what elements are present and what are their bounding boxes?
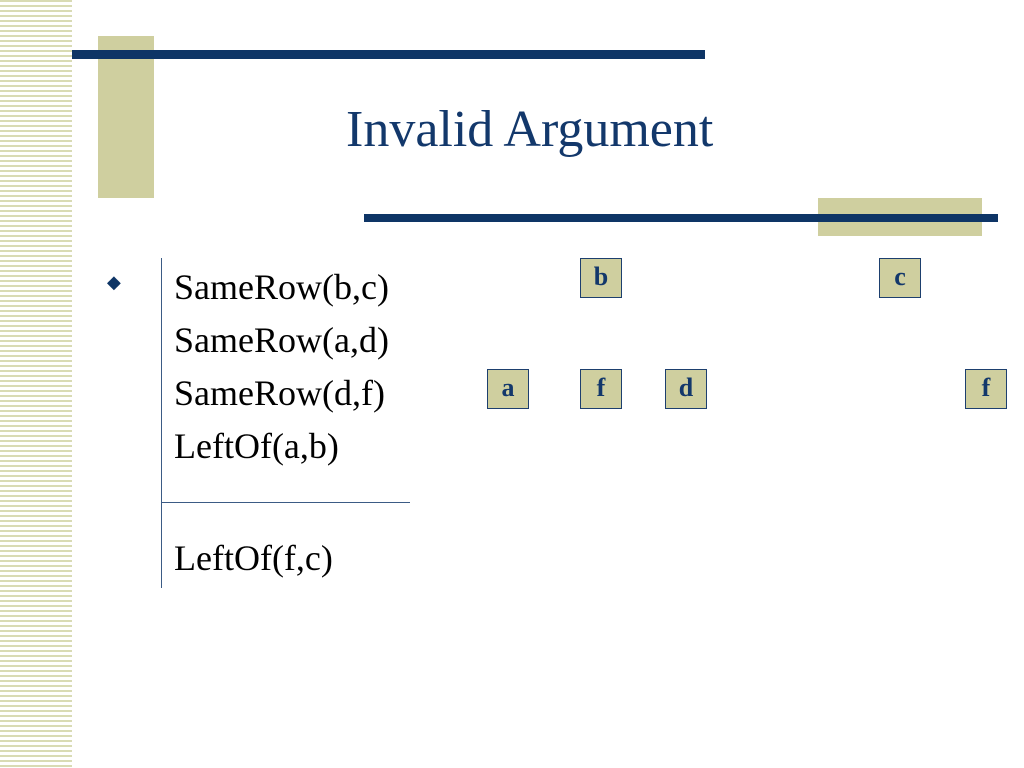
- grid-box-a: a: [487, 369, 529, 409]
- premise-3: SameRow(d,f): [174, 373, 385, 413]
- conclusion: LeftOf(f,c): [174, 538, 333, 578]
- slide-title: Invalid Argument: [346, 101, 714, 158]
- argument-conclusion-line: [162, 502, 410, 503]
- premise-2: SameRow(a,d): [174, 320, 389, 360]
- striped-margin: [0, 0, 72, 768]
- diamond-bullet-icon: ◆: [107, 272, 121, 292]
- premise-4: LeftOf(a,b): [174, 426, 339, 466]
- grid-box-f-right: f: [965, 369, 1007, 409]
- decor-rule-top: [72, 50, 705, 59]
- grid-box-c: c: [879, 258, 921, 298]
- decor-tan-block-top: [98, 36, 154, 198]
- grid-box-b: b: [580, 258, 622, 298]
- premise-list: SameRow(b,c) SameRow(a,d) SameRow(d,f) L…: [174, 261, 389, 473]
- grid-box-d: d: [665, 369, 707, 409]
- grid-box-f-left: f: [580, 369, 622, 409]
- premise-1: SameRow(b,c): [174, 267, 389, 307]
- argument-vertical-line: [161, 258, 162, 588]
- decor-rule-bottom: [364, 214, 998, 222]
